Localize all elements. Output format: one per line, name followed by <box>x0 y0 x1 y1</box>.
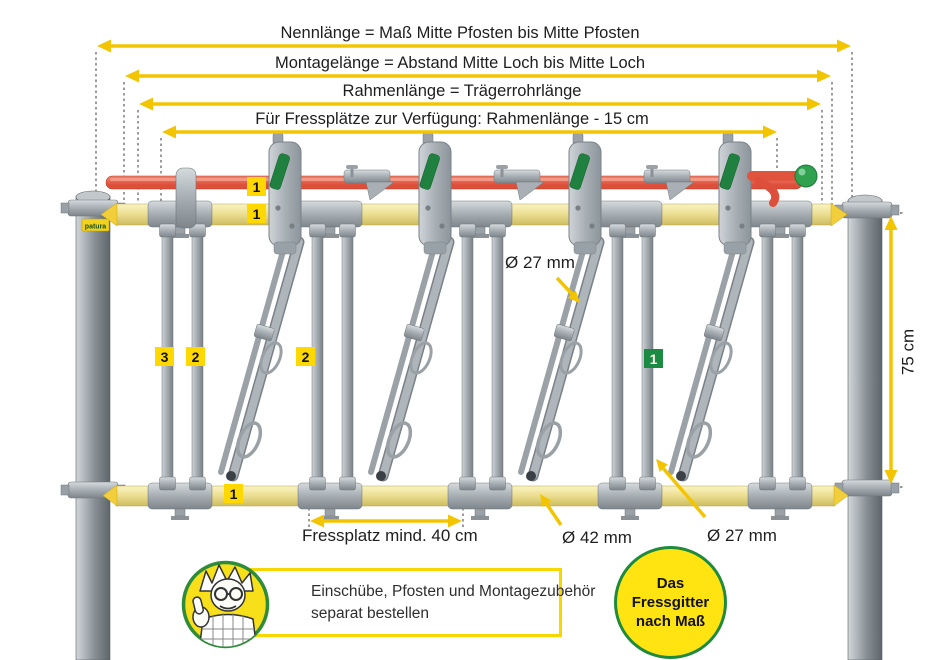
label-feeding-place: Fressplatz mind. 40 cm <box>302 526 478 545</box>
brand-sticker <box>81 218 110 232</box>
badge-1-green-vertical-tube: 1 <box>644 349 663 368</box>
release-handle <box>747 164 818 207</box>
note-line-1: Einschübe, Pfosten und Montagezubehör <box>311 583 596 600</box>
left-post: patura <box>60 190 126 660</box>
badge-1-carrier-tube: 1 <box>247 204 266 223</box>
dimension-label-rahmenlaenge: Rahmenlänge = Trägerrohrlänge <box>342 82 582 100</box>
label-diameter-27-bottom: Ø 27 mm <box>707 526 777 545</box>
seal-line-2: Fressgitter <box>631 594 710 611</box>
label-diameter-27-top: Ø 27 mm <box>505 253 575 272</box>
badge-1-bottom-tube: 1 <box>224 484 243 503</box>
right-post <box>834 194 900 660</box>
seal-line-1: Das <box>656 575 685 592</box>
label-height-75cm: 75 cm <box>898 328 918 376</box>
note-line-2: separat bestellen <box>311 605 430 622</box>
fittings <box>175 165 695 229</box>
order-note-box: Einschübe, Pfosten und Montagezubehör se… <box>250 568 596 637</box>
label-diameter-42: Ø 42 mm <box>562 528 632 547</box>
dimension-label-nennlaenge: Nennlänge = Maß Mitte Pfosten bis Mitte … <box>280 24 640 42</box>
dimension-arrows <box>97 39 898 528</box>
badge-3-vertical-tube: 3 <box>155 347 174 366</box>
badge-2-vertical-tube-b: 2 <box>296 347 315 366</box>
seal-line-3: nach Maß <box>635 613 706 630</box>
mascot-icon <box>181 560 270 649</box>
custom-size-seal: Das Fressgitter nach Maß <box>614 546 727 659</box>
dimension-label-fressplaetze: Für Fressplätze zur Verfügung: Rahmenlän… <box>255 110 649 128</box>
brand-sticker-label: patura <box>85 224 107 231</box>
top-tube-red <box>105 175 803 190</box>
vertical-tubes <box>160 224 806 490</box>
badge-1-red-tube: 1 <box>247 177 266 196</box>
badge-2-vertical-tube: 2 <box>186 347 205 366</box>
dimension-label-montagelaenge: Montagelänge = Abstand Mitte Loch bis Mi… <box>274 54 646 72</box>
